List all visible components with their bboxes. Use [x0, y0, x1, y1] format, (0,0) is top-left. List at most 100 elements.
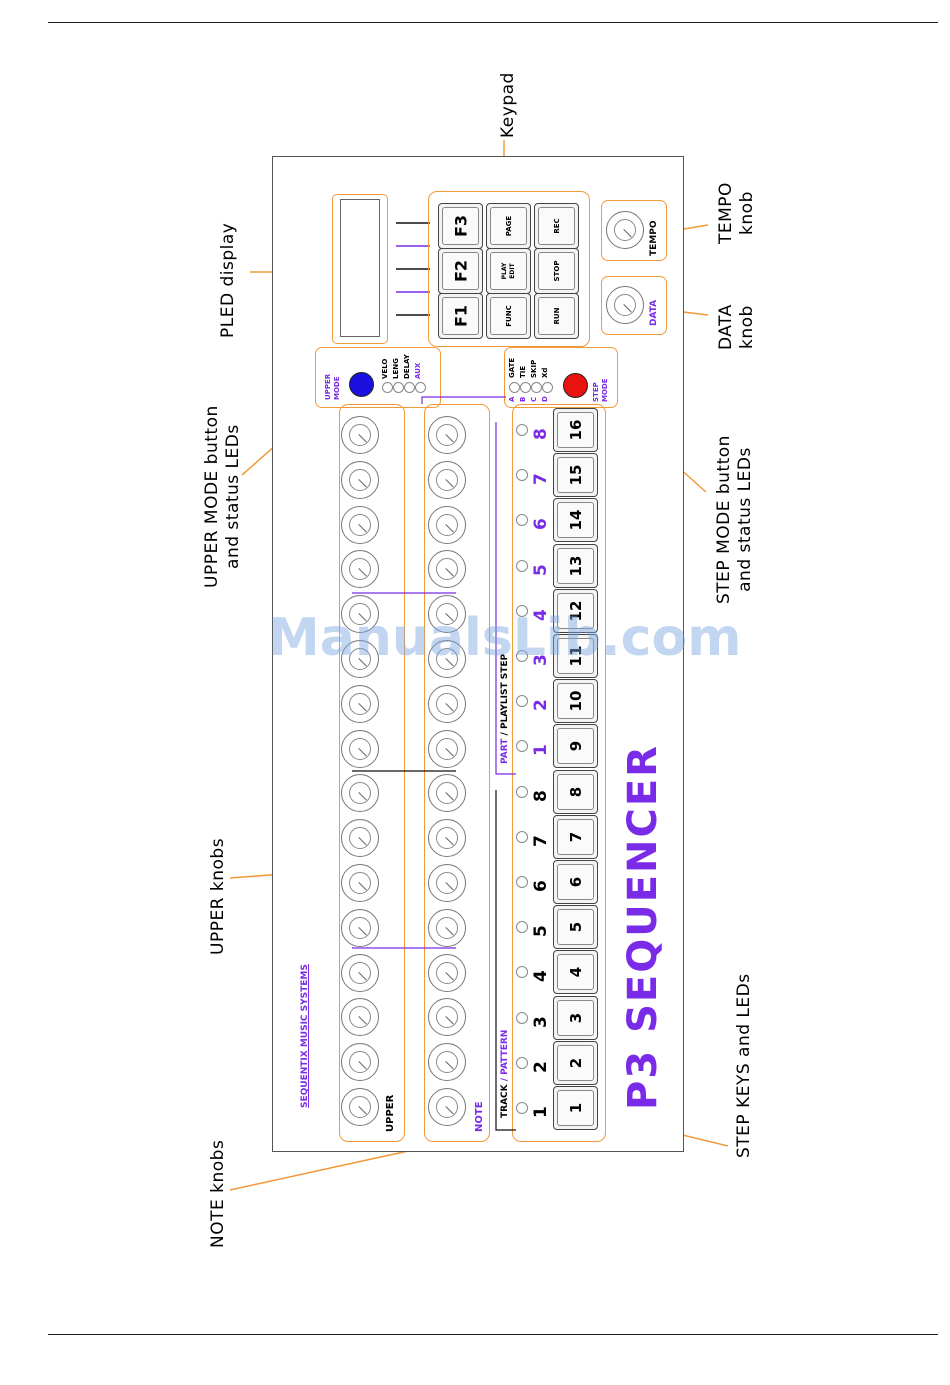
upper-knob-2[interactable]: [341, 1043, 379, 1082]
step-key-label: 15: [566, 464, 585, 486]
upper-knob-5[interactable]: [341, 908, 379, 947]
upper-knobs-callout: UPPER knobs: [208, 837, 228, 955]
data-frame: [601, 276, 667, 335]
note-knob-4[interactable]: [428, 953, 466, 992]
step-key-label: 2: [566, 1057, 585, 1069]
note-knob-7[interactable]: [428, 819, 466, 858]
step-key-3[interactable]: 3: [553, 995, 598, 1040]
note-knob-8[interactable]: [428, 774, 466, 813]
bank-number: 5: [531, 925, 551, 938]
upper-knob-8[interactable]: [341, 774, 379, 813]
keypad-frame: [428, 191, 590, 347]
step-led-14: [516, 514, 528, 527]
page-key[interactable]: PAGE: [486, 203, 531, 249]
step-mode-led-2: [520, 382, 531, 393]
note-knob-10[interactable]: [428, 684, 466, 723]
upper-knob-3[interactable]: [341, 998, 379, 1037]
f3-key[interactable]: F3: [438, 203, 483, 249]
watermark: ManualsLib.com: [268, 608, 742, 668]
upper-mode-led-label: AUX: [414, 362, 422, 379]
step-mode-led-4: [542, 382, 553, 393]
upper-label: UPPER: [385, 1094, 396, 1132]
upper-knob-11[interactable]: [341, 640, 379, 678]
data-knob[interactable]: [606, 286, 644, 324]
brand-label: SEQUENTIX MUSIC SYSTEMS: [300, 964, 310, 1108]
step-key-4[interactable]: 4: [553, 950, 598, 995]
bank-number: 7: [531, 473, 551, 486]
upper-knob-12[interactable]: [341, 595, 379, 634]
upper-knob-6[interactable]: [341, 864, 379, 902]
rec-key[interactable]: REC: [534, 203, 579, 249]
step-key-5[interactable]: 5: [553, 905, 598, 950]
upper-knob-15[interactable]: [341, 460, 379, 499]
step-mode-led-letter: B: [519, 396, 527, 402]
step-mode-led-label: Xd: [541, 367, 549, 378]
bank-number: 8: [531, 428, 551, 440]
f1-key[interactable]: F1: [438, 293, 483, 339]
step-key-13[interactable]: 13: [553, 543, 598, 588]
play-edit-key[interactable]: PLAY EDIT: [486, 248, 531, 294]
step-key-6[interactable]: 6: [553, 860, 598, 904]
note-knob-9[interactable]: [428, 729, 466, 768]
note-knob-15[interactable]: [428, 460, 466, 499]
note-knob-5[interactable]: [428, 908, 466, 947]
note-knob-16[interactable]: [428, 416, 466, 454]
upper-knob-13[interactable]: [341, 550, 379, 589]
upper-knob-10[interactable]: [341, 684, 379, 723]
step-led-6: [516, 876, 528, 888]
bank-number: 8: [531, 789, 551, 802]
pled-callout: PLED display: [218, 222, 238, 338]
step-mode-button[interactable]: [563, 373, 588, 398]
step-key-label: 8: [566, 786, 585, 797]
func-key[interactable]: FUNC: [486, 293, 531, 339]
part-playlist-step-label: PART / PLAYLIST STEP: [500, 653, 510, 764]
step-key-12[interactable]: 12: [553, 588, 598, 633]
step-key-label: 16: [566, 419, 585, 441]
tempo-knob[interactable]: [606, 211, 644, 249]
f2-key[interactable]: F2: [438, 248, 483, 294]
step-led-12: [516, 604, 528, 617]
aux-link-line: [421, 396, 506, 404]
step-key-15[interactable]: 15: [553, 453, 598, 498]
upper-mode-button[interactable]: [349, 372, 374, 397]
step-led-16: [516, 424, 528, 436]
step-led-9: [516, 740, 528, 753]
step-key-label: 3: [566, 1012, 585, 1023]
run-key[interactable]: RUN: [534, 293, 579, 339]
upper-knob-7[interactable]: [341, 819, 379, 858]
note-knob-6[interactable]: [428, 864, 466, 902]
note-knob-1[interactable]: [428, 1088, 466, 1126]
step-keys-callout: STEP KEYS and LEDs: [734, 973, 754, 1158]
note-knob-13[interactable]: [428, 550, 466, 589]
note-knob-2[interactable]: [428, 1043, 466, 1082]
note-knob-11[interactable]: [428, 640, 466, 678]
step-led-5: [516, 921, 528, 934]
track-pattern-label: TRACK / PATTERN: [500, 1029, 510, 1118]
bank-number: 2: [531, 699, 551, 712]
step-key-1[interactable]: 1: [553, 1086, 598, 1130]
upper-knob-9[interactable]: [341, 729, 379, 768]
stop-key[interactable]: STOP: [534, 248, 579, 294]
note-knob-3[interactable]: [428, 998, 466, 1037]
step-key-2[interactable]: 2: [553, 1040, 598, 1085]
bank-number: 1: [531, 744, 551, 757]
note-knob-12[interactable]: [428, 595, 466, 634]
step-key-16[interactable]: 16: [553, 408, 598, 452]
step-key-10[interactable]: 10: [553, 679, 598, 724]
note-knob-14[interactable]: [428, 505, 466, 544]
step-led-3: [516, 1011, 528, 1024]
step-key-8[interactable]: 8: [553, 769, 598, 814]
step-key-7[interactable]: 7: [553, 814, 598, 859]
step-key-11[interactable]: 11: [553, 634, 598, 678]
upper-knob-4[interactable]: [341, 953, 379, 992]
knob-group-lines: [352, 592, 456, 949]
step-key-14[interactable]: 14: [553, 498, 598, 543]
upper-knob-1[interactable]: [341, 1088, 379, 1126]
upper-knob-14[interactable]: [341, 505, 379, 544]
bank-number: 6: [531, 518, 551, 531]
step-key-9[interactable]: 9: [553, 724, 598, 769]
step-key-label: 5: [566, 921, 585, 933]
upper-knob-16[interactable]: [341, 416, 379, 454]
